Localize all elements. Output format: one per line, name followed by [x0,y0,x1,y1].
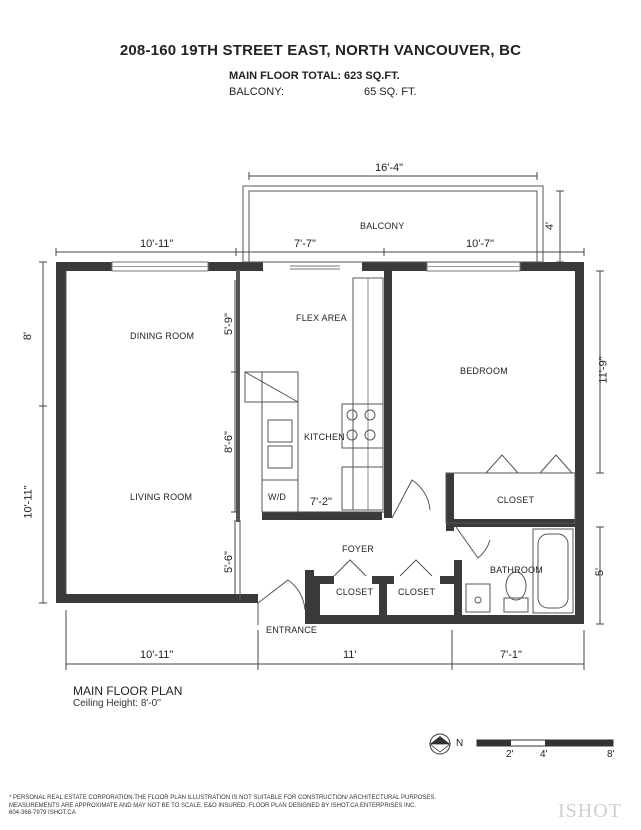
room-label-washer-dryer: W/D [268,492,287,502]
room-label-bedroom: BEDROOM [460,366,508,376]
dim-bathroom-depth: 5' [594,567,607,577]
room-label-dining-room: DINING ROOM [130,331,195,341]
dim-kitchen-width: 7'-2" [310,496,332,508]
room-label-flex-area: FLEX AREA [296,313,347,323]
scale-label-2: 2' [506,749,514,760]
room-label-living-room: LIVING ROOM [130,492,193,502]
dim-foyer-depth: 5'-6" [222,551,235,573]
dim-bottom-left: 10'-11" [140,649,174,661]
room-label-kitchen: KITCHEN [304,432,345,442]
balcony-label: BALCONY: [229,86,285,98]
compass-north-label: N [456,738,464,749]
dim-bedroom-depth: 11'-9" [597,356,610,384]
main-floor-value: 623 SQ.FT. [344,70,400,82]
dim-flex-depth: 5'-9" [222,313,235,335]
kitchen-fixtures [244,277,384,513]
scale-label-8: 8' [607,749,615,760]
room-label-closet-1: CLOSET [336,587,374,597]
compass-icon [428,733,452,755]
page-title: 208-160 19TH STREET EAST, NORTH VANCOUVE… [119,42,522,59]
balcony-value: 65 SQ. FT. [364,86,417,98]
disclaimer: * PERSONAL REAL ESTATE CORPORATION.THE F… [9,795,437,816]
ceiling-height: Ceiling Height: 8'-0'' [73,698,161,709]
room-label-closet-bedroom: CLOSET [497,495,535,505]
main-floor-label: MAIN FLOOR TOTAL: [229,70,342,82]
room-label-bathroom: BATHROOM [490,565,543,575]
room-label-entrance: ENTRANCE [266,625,318,635]
dim-balcony-width: 16'-4" [375,162,404,174]
dim-top-middle: 7'-7" [294,238,316,250]
dim-top-left: 10'-11" [140,238,174,250]
balcony-outline [242,185,544,263]
scale-label-4: 4' [540,749,548,760]
dim-left-lower: 10'-11" [22,485,35,519]
dim-balcony-depth: 4' [544,221,557,231]
dim-kitchen-depth: 8'-6" [222,431,235,453]
bathroom-fixtures [465,528,574,614]
dim-bottom-middle: 11' [343,649,357,661]
dim-bottom-right: 7'-1" [500,649,522,661]
room-label-balcony: BALCONY [360,221,405,231]
dim-top-right: 10'-7" [466,238,495,250]
dim-left-upper: 8' [22,331,35,341]
scale-bar [476,739,614,747]
plan-title: MAIN FLOOR PLAN [73,684,183,698]
room-label-foyer: FOYER [342,544,375,554]
ishot-logo: ISHOT [558,800,622,822]
dimension-lines [39,172,604,670]
room-label-closet-2: CLOSET [398,587,436,597]
